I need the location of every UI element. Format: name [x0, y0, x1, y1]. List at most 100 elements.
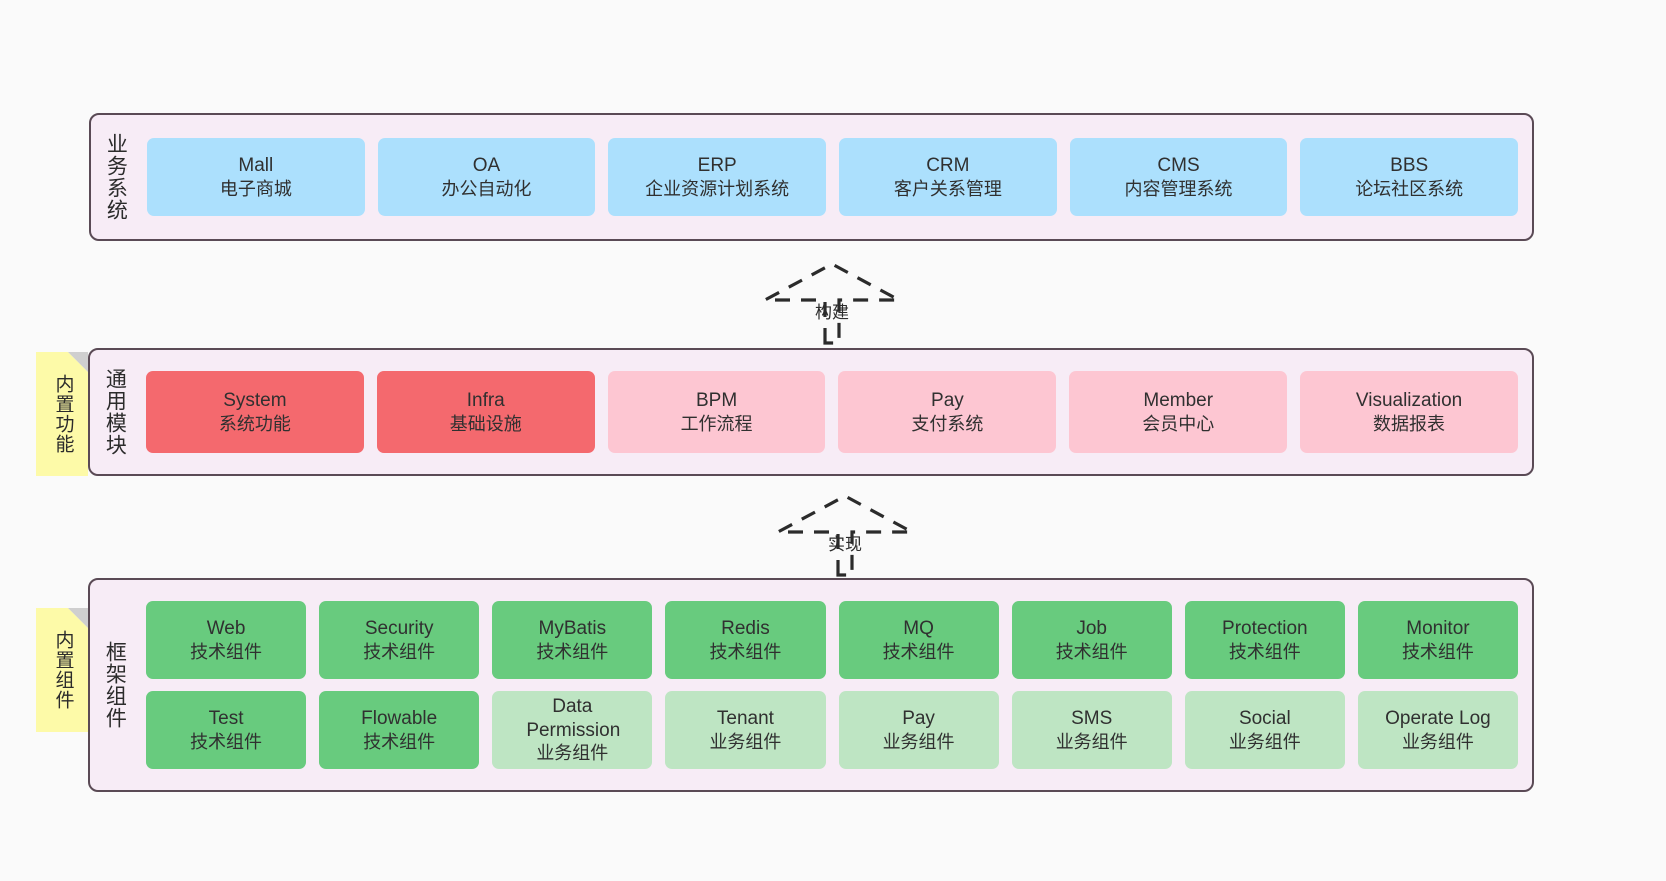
tile-subtitle: 业务组件	[536, 743, 609, 764]
tile-subtitle: 技术组件	[190, 731, 263, 752]
tile-title: SMS	[1071, 708, 1113, 730]
tile-subtitle: 办公自动化	[441, 178, 532, 199]
implement-arrow: 实现	[770, 490, 920, 582]
build-arrow: 构建	[757, 258, 907, 350]
tile-title: Social	[1238, 708, 1291, 730]
tile-subtitle: 技术组件	[363, 731, 436, 752]
tile-subtitle: 基础设施	[449, 413, 522, 434]
tile-tenant[interactable]: Tenant 业务组件	[665, 691, 826, 769]
sticky-fold-icon	[68, 608, 88, 628]
tile-title: CMS	[1157, 155, 1200, 177]
tile-mall[interactable]: Mall 电子商城	[147, 138, 365, 216]
implement-arrow-label: 实现	[828, 535, 862, 554]
tile-title: Flowable	[361, 708, 438, 730]
build-arrow-shape	[764, 262, 900, 345]
tile-title: Redis	[721, 618, 770, 640]
tile-flowable[interactable]: Flowable 技术组件	[319, 691, 480, 769]
layer-business-systems: 业务系统 Mall 电子商城 OA 办公自动化 ERP 企业资源计划系统 CRM…	[89, 113, 1534, 241]
tile-title: Infra	[466, 390, 505, 412]
tile-subtitle: 技术组件	[190, 641, 263, 662]
tile-title: Test	[208, 708, 244, 730]
tile-data-permission[interactable]: Data Permission 业务组件	[492, 691, 653, 769]
layer-title-common-modules: 通用模块	[103, 368, 127, 456]
tile-subtitle: 技术组件	[1401, 641, 1474, 662]
tile-title: Data Permission	[526, 696, 621, 741]
layer-body-common-modules: System 系统功能 Infra 基础设施 BPM 工作流程 Pay 支付系统…	[138, 350, 1532, 474]
tile-title: Pay	[902, 708, 935, 730]
tile-system[interactable]: System 系统功能	[146, 371, 364, 453]
tile-title: Visualization	[1355, 390, 1463, 412]
tile-monitor[interactable]: Monitor 技术组件	[1357, 601, 1518, 679]
tile-title: System	[223, 390, 287, 412]
tile-test[interactable]: Test 技术组件	[146, 691, 307, 769]
tile-subtitle: 技术组件	[1228, 641, 1301, 662]
tile-job[interactable]: Job 技术组件	[1011, 601, 1172, 679]
tile-bbs[interactable]: BBS 论坛社区系统	[1300, 138, 1519, 216]
layer-body-framework-components: Web 技术组件 Security 技术组件 MyBatis 技术组件 Redi…	[138, 580, 1532, 790]
tile-title: Protection	[1222, 618, 1308, 640]
sticky-note-label: 内置功能	[52, 374, 74, 454]
tile-title: OA	[472, 155, 501, 177]
tile-title: Mall	[238, 155, 274, 177]
tile-title: Job	[1076, 618, 1107, 640]
tile-subtitle: 工作流程	[680, 413, 753, 434]
tile-subtitle: 论坛社区系统	[1355, 178, 1464, 199]
tile-subtitle: 支付系统	[911, 413, 984, 434]
tile-mq[interactable]: MQ 技术组件	[838, 601, 999, 679]
tile-subtitle: 内容管理系统	[1124, 178, 1233, 199]
tile-social[interactable]: Social 业务组件	[1184, 691, 1345, 769]
tile-subtitle: 系统功能	[218, 413, 291, 434]
tile-member[interactable]: Member 会员中心	[1069, 371, 1288, 453]
layer-title-business-systems: 业务系统	[104, 133, 128, 221]
tile-subtitle: 业务组件	[1401, 731, 1474, 752]
sticky-note-builtin-components: 内置组件	[36, 608, 88, 732]
tile-crm[interactable]: CRM 客户关系管理	[839, 138, 1057, 216]
tile-subtitle: 客户关系管理	[893, 178, 1002, 199]
tile-protection[interactable]: Protection 技术组件	[1184, 601, 1345, 679]
tile-redis[interactable]: Redis 技术组件	[665, 601, 826, 679]
tile-pay-component[interactable]: Pay 业务组件	[838, 691, 999, 769]
layer-title-framework-components: 框架组件	[103, 641, 127, 729]
tile-pay-module[interactable]: Pay 支付系统	[838, 371, 1057, 453]
tile-title: MQ	[903, 618, 934, 640]
tile-subtitle: 会员中心	[1142, 413, 1215, 434]
tile-security[interactable]: Security 技术组件	[319, 601, 480, 679]
tile-subtitle: 企业资源计划系统	[645, 178, 790, 199]
tile-mybatis[interactable]: MyBatis 技术组件	[492, 601, 653, 679]
tile-title: Pay	[931, 390, 964, 412]
tile-web[interactable]: Web 技术组件	[146, 601, 307, 679]
sticky-note-builtin-features: 内置功能	[36, 352, 88, 476]
tile-visualization[interactable]: Visualization 数据报表	[1300, 371, 1518, 453]
tile-subtitle: 业务组件	[1055, 731, 1128, 752]
tile-title: Operate Log	[1385, 708, 1491, 730]
tile-subtitle: 技术组件	[1055, 641, 1128, 662]
tile-title: BPM	[695, 390, 738, 412]
framework-tech-row: Web 技术组件 Security 技术组件 MyBatis 技术组件 Redi…	[146, 601, 1518, 679]
tile-subtitle: 电子商城	[219, 178, 292, 199]
tile-subtitle: 业务组件	[709, 731, 782, 752]
sticky-fold-icon	[68, 352, 88, 372]
implement-arrow-shape	[777, 494, 913, 577]
tile-cms[interactable]: CMS 内容管理系统	[1069, 138, 1288, 216]
tile-subtitle: 业务组件	[882, 731, 955, 752]
tile-erp[interactable]: ERP 企业资源计划系统	[608, 138, 827, 216]
tile-subtitle: 业务组件	[1228, 731, 1301, 752]
tile-operate-log[interactable]: Operate Log 业务组件	[1357, 691, 1518, 769]
layer-common-modules: 通用模块 System 系统功能 Infra 基础设施 BPM 工作流程 Pay…	[88, 348, 1534, 476]
tile-title: ERP	[697, 155, 737, 177]
tile-title: Monitor	[1406, 618, 1470, 640]
tile-title: CRM	[926, 155, 970, 177]
tile-subtitle: 技术组件	[882, 641, 955, 662]
tile-infra[interactable]: Infra 基础设施	[376, 371, 595, 453]
tile-title: Security	[364, 618, 434, 640]
tile-sms[interactable]: SMS 业务组件	[1011, 691, 1172, 769]
tile-title: MyBatis	[538, 618, 607, 640]
tile-oa[interactable]: OA 办公自动化	[377, 138, 596, 216]
tile-title: Tenant	[716, 708, 774, 730]
tile-subtitle: 技术组件	[709, 641, 782, 662]
layer-body-business-systems: Mall 电子商城 OA 办公自动化 ERP 企业资源计划系统 CRM 客户关系…	[139, 115, 1532, 239]
tile-bpm[interactable]: BPM 工作流程	[607, 371, 826, 453]
layer-framework-components: 框架组件 Web 技术组件 Security 技术组件 MyBatis 技术组件…	[88, 578, 1534, 792]
tile-title: BBS	[1390, 155, 1429, 177]
